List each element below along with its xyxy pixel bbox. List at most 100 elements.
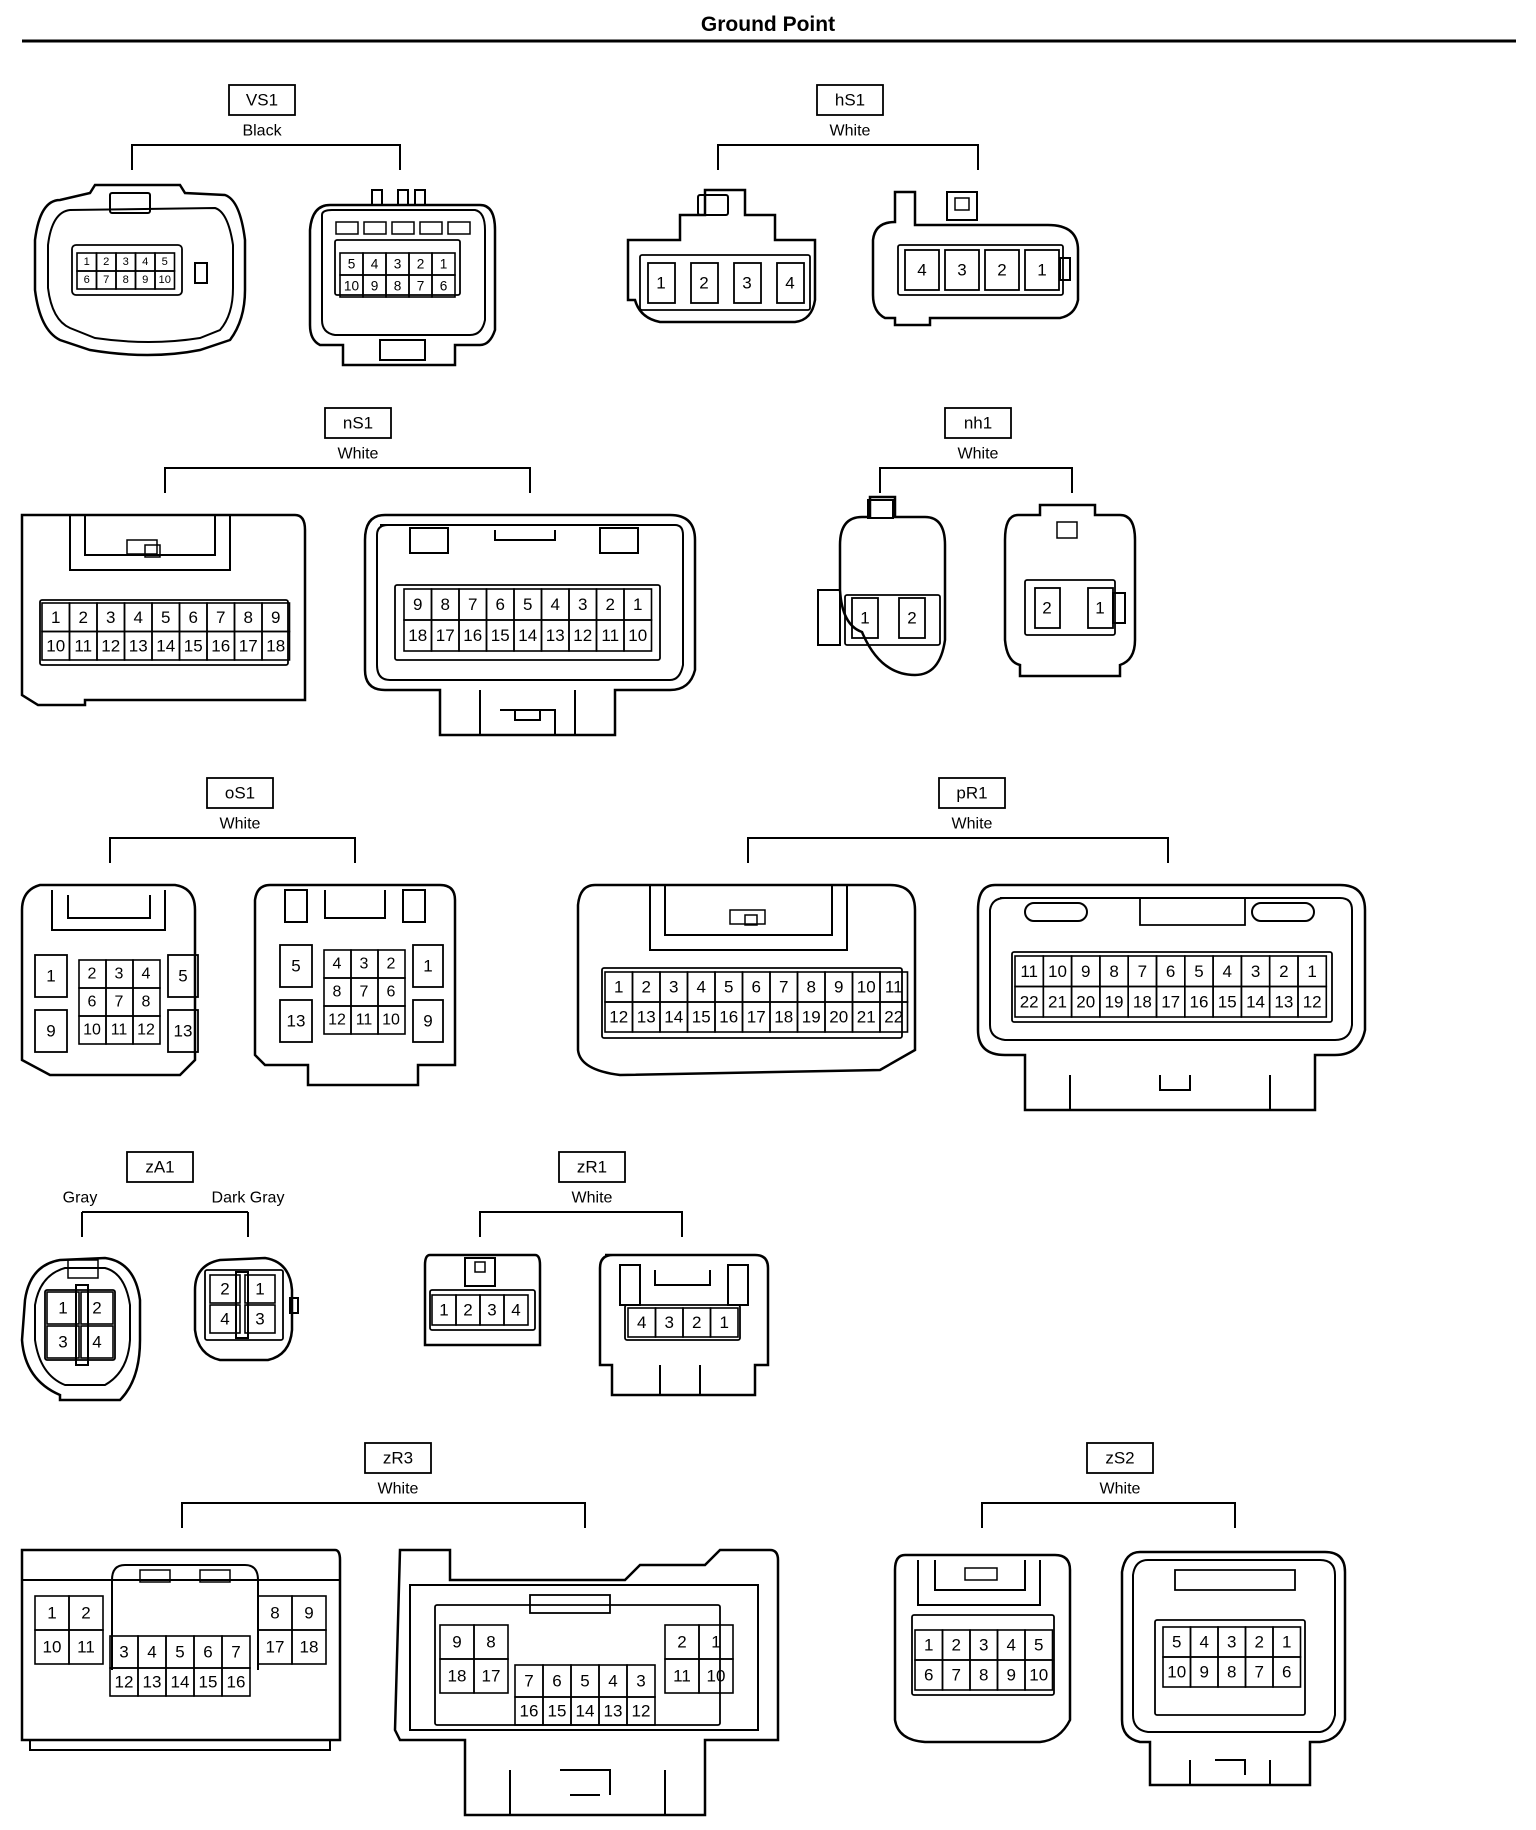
housing-outline: [409, 527, 449, 554]
pin-number: 8: [1109, 962, 1118, 981]
pin-number: 4: [92, 1333, 101, 1352]
housing-outline: [529, 1594, 611, 1614]
pin-number: 4: [1200, 1633, 1209, 1652]
pin-number: 17: [482, 1667, 501, 1686]
pin-number: 19: [1105, 992, 1124, 1011]
housing-outline: [934, 1560, 1026, 1591]
pin-number: 11: [673, 1667, 691, 1686]
pin-number: 20: [829, 1008, 848, 1027]
pin-number: 7: [231, 1643, 240, 1662]
pin-number: 5: [175, 1643, 184, 1662]
housing-outline: [1086, 1442, 1154, 1474]
pin-number: 11: [356, 1012, 373, 1029]
housing-outline: [111, 1564, 259, 1581]
housing-outline: [204, 1269, 284, 1341]
housing-outline: [976, 883, 1367, 1112]
housing-outline: [598, 1253, 770, 1397]
housing-outline: [558, 1151, 626, 1183]
housing-outline: [619, 1264, 641, 1306]
housing-outline: [394, 584, 661, 661]
housing-outline: [1154, 1619, 1306, 1716]
housing-outline: [402, 889, 426, 923]
pin-number: 7: [417, 279, 425, 294]
pin-number: 1: [255, 1280, 264, 1299]
pin-number: 15: [184, 636, 203, 655]
housing-outline: [503, 1294, 529, 1326]
pin-number: 4: [142, 966, 151, 983]
housing-outline: [776, 262, 805, 304]
pin-number: 10: [628, 626, 647, 645]
housing-outline: [371, 189, 383, 206]
housing-outline: [69, 515, 231, 571]
housing-outline: [747, 837, 1169, 863]
pin-number: 3: [578, 595, 587, 614]
pin-number: 7: [360, 984, 369, 1001]
pin-number: 1: [423, 957, 432, 976]
housing-outline: [1011, 951, 1333, 1023]
housing-outline: [34, 954, 68, 998]
housing-outline: [80, 1325, 114, 1359]
housing-outline: [167, 1009, 199, 1053]
housing-outline: [879, 467, 1073, 493]
housing-outline: [194, 262, 208, 284]
housing-outline: [47, 206, 234, 343]
connector-color-label: White: [830, 123, 871, 140]
pin-number: 4: [134, 608, 143, 627]
housing-outline: [1120, 1550, 1347, 1787]
pin-number: 3: [487, 1301, 496, 1320]
connector-color-label: White: [952, 816, 993, 833]
pin-number: 12: [632, 1702, 651, 1721]
housing-outline: [479, 690, 576, 735]
housing-outline: [851, 597, 879, 639]
housing-outline: [397, 189, 409, 206]
connector-color-label: Dark Gray: [212, 1190, 285, 1207]
pin-number: 8: [394, 279, 402, 294]
housing-outline: [1069, 1075, 1271, 1110]
pin-number: 3: [979, 1636, 988, 1655]
housing-outline: [284, 889, 308, 923]
pin-number: 5: [178, 967, 187, 986]
housing-outline: [46, 1325, 80, 1359]
pin-number: 5: [1172, 1633, 1181, 1652]
pin-number: 2: [1255, 1633, 1264, 1652]
pin-number: 2: [692, 1313, 701, 1332]
connector-code-label: zR3: [383, 1449, 413, 1468]
pin-number: 8: [270, 1604, 279, 1623]
housing-outline: [1034, 587, 1061, 629]
connector-code-label: nS1: [343, 414, 373, 433]
pin-number: 2: [79, 608, 88, 627]
housing-outline: [244, 1274, 276, 1304]
pin-number: 4: [220, 1310, 229, 1329]
pin-number: 9: [1007, 1666, 1016, 1685]
pin-number: 12: [573, 626, 592, 645]
housing-outline: [34, 1267, 131, 1386]
housing-outline: [867, 499, 894, 519]
pin-number: 6: [1282, 1663, 1291, 1682]
connector-code-label: hS1: [835, 91, 865, 110]
connector-code-label: oS1: [225, 784, 255, 803]
housing-outline: [904, 249, 940, 291]
pin-number: 9: [1081, 962, 1090, 981]
pin-number: 5: [1194, 962, 1203, 981]
housing-outline: [334, 239, 461, 296]
pin-number: 4: [551, 595, 560, 614]
housing-outline: [33, 183, 247, 357]
connector-code-label: nh1: [964, 414, 992, 433]
pin-number: 5: [161, 608, 170, 627]
connector-code-label: VS1: [246, 91, 278, 110]
housing-outline: [67, 1259, 99, 1279]
housing-outline: [838, 495, 947, 677]
pin-number: 21: [1048, 992, 1067, 1011]
housing-outline: [154, 270, 176, 290]
pin-number: 6: [496, 595, 505, 614]
pin-number: 10: [1048, 962, 1067, 981]
housing-outline: [871, 190, 1080, 327]
pin-number: 10: [159, 274, 171, 286]
